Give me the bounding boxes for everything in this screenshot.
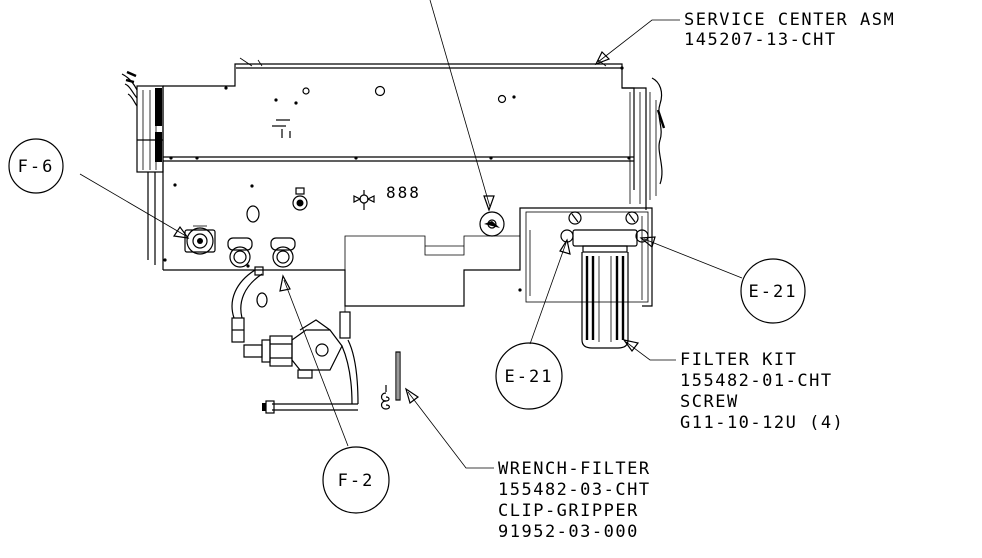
callout-wrench-filter: WRENCH-FILTER 155482-03-CHT CLIP-GRIPPER… xyxy=(498,459,651,542)
wrench-filter-title: WRENCH-FILTER xyxy=(498,459,651,479)
bubble-e21-right: E-21 xyxy=(740,258,806,324)
wrench-filter-part-number: 155482-03-CHT xyxy=(498,480,651,500)
service-center-title: SERVICE CENTER ASM xyxy=(684,10,895,30)
screw-dots xyxy=(163,66,631,292)
service-center-housing xyxy=(121,57,666,307)
digit-indicator-display: 888 xyxy=(386,183,421,202)
bubble-e21-left: E-21 xyxy=(495,342,563,410)
bubble-f2: F-2 xyxy=(322,446,390,514)
clip-gripper-part-number: 91952-03-000 xyxy=(498,522,639,542)
bubble-f6-label: F-6 xyxy=(18,157,55,177)
control-components: 888 xyxy=(184,183,639,308)
filter-kit-title: FILTER KIT xyxy=(680,350,797,370)
service-center-part-number: 145207-13-CHT xyxy=(684,30,837,50)
leader-lines xyxy=(79,0,743,469)
screw-title: SCREW xyxy=(680,392,739,412)
wrench-and-clip xyxy=(380,351,401,410)
bubble-e21-left-label: E-21 xyxy=(505,367,554,387)
clip-gripper-title: CLIP-GRIPPER xyxy=(498,501,639,521)
callout-service-center: SERVICE CENTER ASM 145207-13-CHT xyxy=(684,10,895,50)
bubble-f2-label: F-2 xyxy=(338,471,375,491)
callout-filter-kit: FILTER KIT 155482-01-CHT SCREW G11-10-12… xyxy=(680,350,844,433)
bubble-f6: F-6 xyxy=(8,138,64,194)
bubble-e21-right-label: E-21 xyxy=(749,282,798,302)
filter-kit-part-number: 155482-01-CHT xyxy=(680,371,833,391)
plumbing-assembly xyxy=(231,269,359,414)
water-filter-canister xyxy=(560,229,649,349)
screw-part-number: G11-10-12U (4) xyxy=(680,413,844,433)
